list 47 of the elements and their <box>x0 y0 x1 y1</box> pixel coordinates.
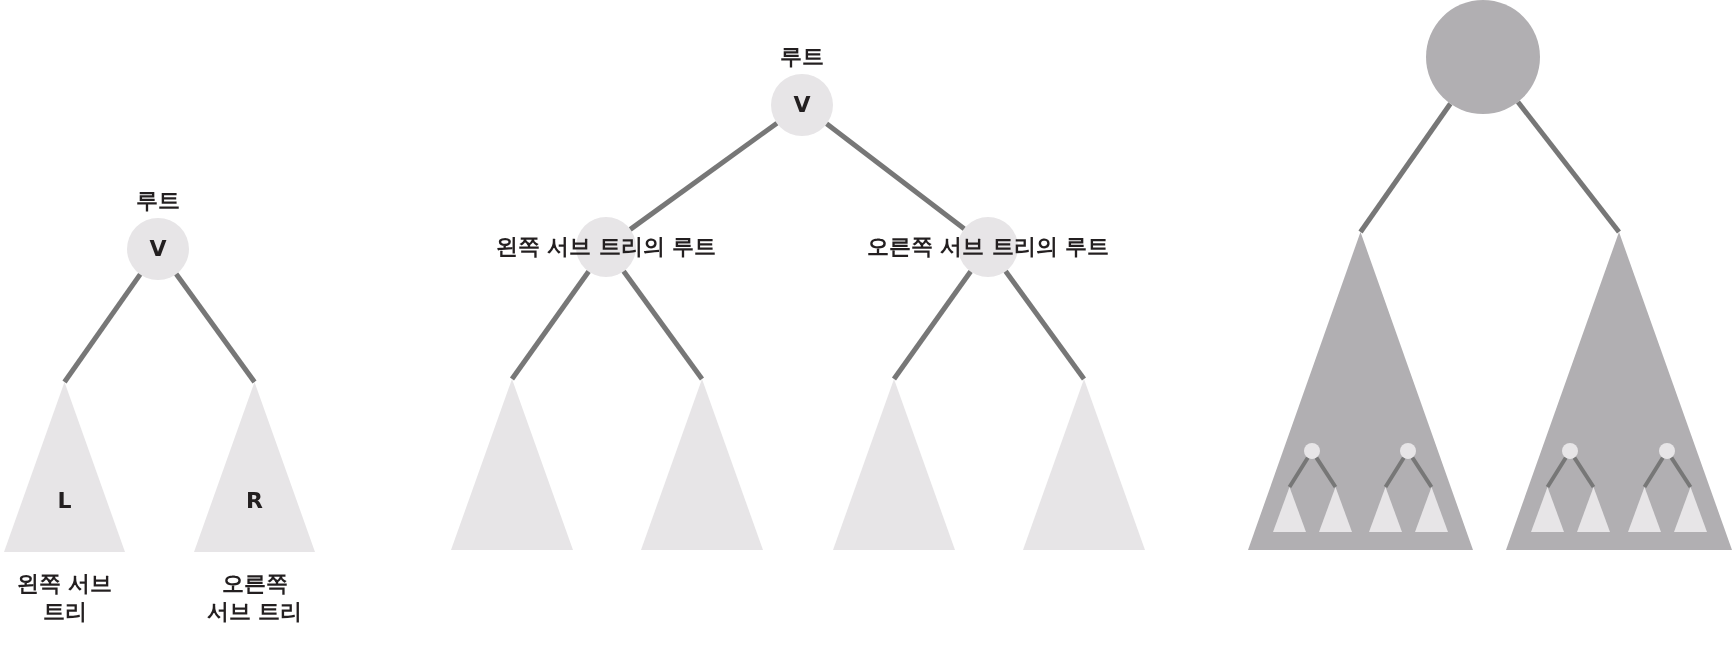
node-label: 왼쪽 서브 트리의 루트 <box>495 233 717 261</box>
subtree-letter: R <box>246 487 263 515</box>
subtree-triangle <box>1273 487 1306 532</box>
subtree-letter: L <box>57 487 72 515</box>
connector-line <box>825 121 966 231</box>
subtree-triangle <box>1248 232 1473 550</box>
subtree-triangle <box>1415 487 1448 532</box>
connector-line <box>621 269 705 381</box>
subtree-triangle <box>1319 487 1352 532</box>
connector-line <box>1383 456 1406 489</box>
connector-line <box>1410 456 1434 489</box>
connector-line <box>1358 102 1453 234</box>
tree-node-circle <box>1304 443 1320 459</box>
tree-node-circle <box>1659 443 1675 459</box>
tree-node-circle <box>1400 443 1416 459</box>
tree-node-circle <box>1426 0 1540 114</box>
node-label: V <box>149 235 167 263</box>
tree-node-circle <box>1562 443 1578 459</box>
subtree-triangle <box>1577 487 1610 532</box>
connector-line <box>1314 456 1338 489</box>
connector-line <box>62 272 143 384</box>
root-caption: 루트 <box>780 42 824 70</box>
connector-line <box>509 270 591 381</box>
connector-line <box>1642 456 1665 489</box>
subtree-triangle <box>451 379 573 550</box>
node-label: V <box>793 91 811 119</box>
root-caption: 루트 <box>136 186 180 214</box>
subtree-caption: 오른쪽 서브 트리 <box>205 570 304 625</box>
subtree-triangle <box>1674 487 1707 532</box>
connector-line <box>1003 269 1087 381</box>
connector-line <box>174 272 257 384</box>
connector-line <box>1572 456 1596 489</box>
connector-line <box>628 121 779 232</box>
connector-line <box>1669 456 1693 489</box>
subtree-caption: 왼쪽 서브 트리 <box>15 570 114 625</box>
connector-line <box>1287 456 1310 489</box>
subtree-triangle <box>1023 379 1145 550</box>
subtree-triangle <box>1506 232 1732 550</box>
node-label: 오른쪽 서브 트리의 루트 <box>866 233 1110 261</box>
subtree-triangle <box>833 379 955 550</box>
subtree-triangle <box>641 379 763 550</box>
connector-line <box>891 270 973 381</box>
subtree-triangle <box>1531 487 1564 532</box>
connector-line <box>1545 456 1568 489</box>
subtree-triangle <box>1628 487 1661 532</box>
connector-line <box>1516 100 1621 234</box>
subtree-triangle <box>1369 487 1402 532</box>
